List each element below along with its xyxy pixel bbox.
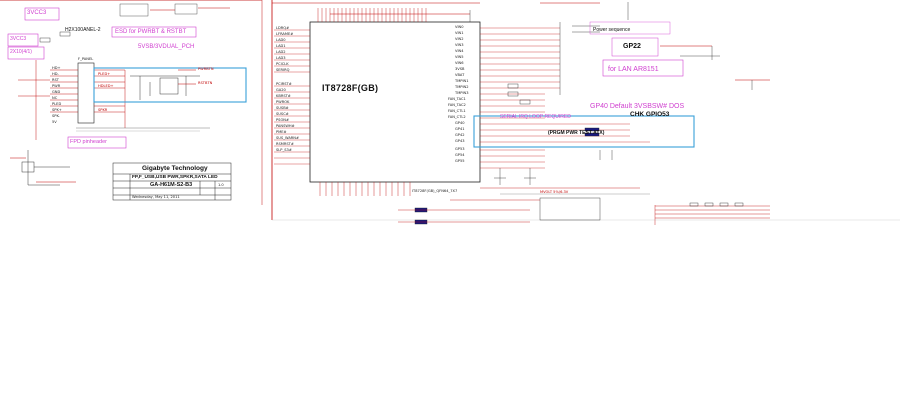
chip-pin-right: GP54 (455, 153, 465, 157)
chip-pin-right: GP40 (455, 121, 465, 125)
chip-pin-left: SLP_S3# (276, 148, 292, 152)
left-pin-label: SPK- (52, 114, 60, 118)
chip-pin-left: LAD3 (276, 56, 286, 60)
title-rev: 1.0 (218, 183, 224, 187)
chip-pin-right: GP43 (455, 139, 465, 143)
gpio-note: GP40 Default 3VSBSW# DOS (590, 103, 685, 110)
right-sheet (271, 0, 900, 225)
lan-note-box (602, 59, 684, 77)
left-pin-label: PLED (52, 102, 62, 106)
chip-pin-left: LFRAME# (276, 32, 294, 36)
net-label: RSTBTN (198, 81, 213, 85)
chip-pin-left: SUS_WARN# (276, 136, 300, 140)
chip-pin-right: VIN2 (455, 37, 464, 41)
chip-pin-left: LAD2 (276, 50, 286, 54)
chip-pin-left: PSON# (276, 118, 289, 122)
fp-note: FPD pinheader (70, 139, 107, 145)
left-pin-label: PWR (52, 84, 61, 88)
left-pin-label: HD+ (52, 66, 61, 70)
chip-pin-left: PANSWH# (276, 124, 295, 128)
chip-pin-right: GP42 (455, 133, 465, 137)
power-label-box (24, 7, 60, 21)
gp22-label: GP22 (623, 43, 641, 50)
chip-pin-right: VIN0 (455, 25, 464, 29)
chip-pin-right: FAN_TAC1 (448, 97, 466, 101)
chip-pin-left: SERIRQ (276, 68, 290, 72)
left-pin-label: NC (52, 96, 58, 100)
title-board: GA-H61M-S2-B3 (150, 182, 193, 188)
chk-note: CHK GPIO53 (630, 111, 670, 118)
it8728f-chip (309, 21, 481, 183)
left-pin-label: SPK+ (52, 108, 62, 112)
chip-pin-left: KBRST# (276, 94, 291, 98)
f-panel-label: F_PANEL (78, 57, 94, 61)
chip-pin-right: VIN3 (455, 43, 464, 47)
chip-pin-right: GP53 (455, 147, 465, 151)
power-seq-note: Power sequence (593, 27, 631, 33)
esd-note: ESD for PWRBT & RSTBT (115, 29, 187, 35)
chip-pin-left: PWROK (276, 100, 290, 104)
left-sheet (0, 0, 263, 205)
left-pin-label: GND (52, 90, 61, 94)
highlight-box-right (473, 115, 695, 148)
chip-pin-left: RSMRST# (276, 142, 294, 146)
chip-pin-right: FAN_TAC2 (448, 103, 466, 107)
title-date: Wednesday, May 11, 2011 (132, 195, 180, 199)
highlight-box-left (93, 67, 247, 103)
fpanel-label: 2X10(4/1) (10, 49, 32, 55)
chip-pin-right: FAN_CTL1 (448, 109, 466, 113)
title-company: Gigabyte Technology (142, 165, 208, 172)
chip-name: IT8728F(GB) (322, 83, 379, 93)
cap-note: MVOLT 5%/6.3V (540, 190, 569, 194)
chip-pin-right: VIN6 (455, 61, 464, 65)
chip-pin-left: LAD1 (276, 44, 286, 48)
chip-pin-right: TMPIN1 (455, 79, 469, 83)
chip-pin-right: VBAT (455, 73, 465, 77)
f-panel-connector (77, 62, 95, 124)
chip-pin-right: GP55 (455, 159, 465, 163)
title-text: FP,F_USB,USB PWR,SPKR,SATA LED (132, 175, 218, 180)
dual-box-label: 5VSB/3VDUAL_PCH (138, 44, 195, 50)
net-label: SPKR (98, 108, 108, 112)
chip-pin-left: GA20 (276, 88, 286, 92)
chip-pin-right: TMPIN2 (455, 85, 469, 89)
chip-pin-left: PME# (276, 130, 287, 134)
chip-pin-left: PCICLK (276, 62, 289, 66)
panel-title: H2X100ANEL-2 (65, 27, 101, 33)
net-label: PLED+ (98, 72, 111, 76)
title-block-frame (112, 162, 232, 201)
power-label-top: 3VCC3 (27, 10, 47, 16)
prgm-note: (PRGM PWR TEST ATX) (548, 130, 605, 136)
chip-pin-left: SUSC# (276, 112, 289, 116)
chip-pin-left: PCIRST# (276, 82, 292, 86)
net-label: PWRBTN (198, 67, 214, 71)
lan-note: for LAN AR8151 (608, 66, 659, 73)
chip-pin-left: LDRQ# (276, 26, 290, 30)
chip-pin-right: TMPIN3 (455, 91, 469, 95)
chip-pin-right: VIN1 (455, 31, 464, 35)
serial-note: SERIAL IRQ LOOP REQUIRED (500, 114, 571, 120)
chip-pin-left: LAD0 (276, 38, 286, 42)
chip-pin-left: SUSB# (276, 106, 289, 110)
net-label: HDLED+ (98, 84, 114, 88)
chip-pin-right: 3VSB (455, 67, 465, 71)
left-pin-label: HD- (52, 72, 59, 76)
bottom-note: IT8728F(GB)_QFN64_7X7 (412, 189, 458, 193)
chip-pin-right: VIN4 (455, 49, 464, 53)
chip-pin-right: GP41 (455, 127, 465, 131)
chip-pin-right: FAN_CTL2 (448, 115, 466, 119)
left-pin-label: RST (52, 78, 59, 82)
chip-pin-right: VIN5 (455, 55, 464, 59)
aux-label: 3VCC3 (10, 36, 27, 42)
esd-note-box (111, 26, 197, 38)
left-pin-label: 5V (52, 120, 57, 124)
